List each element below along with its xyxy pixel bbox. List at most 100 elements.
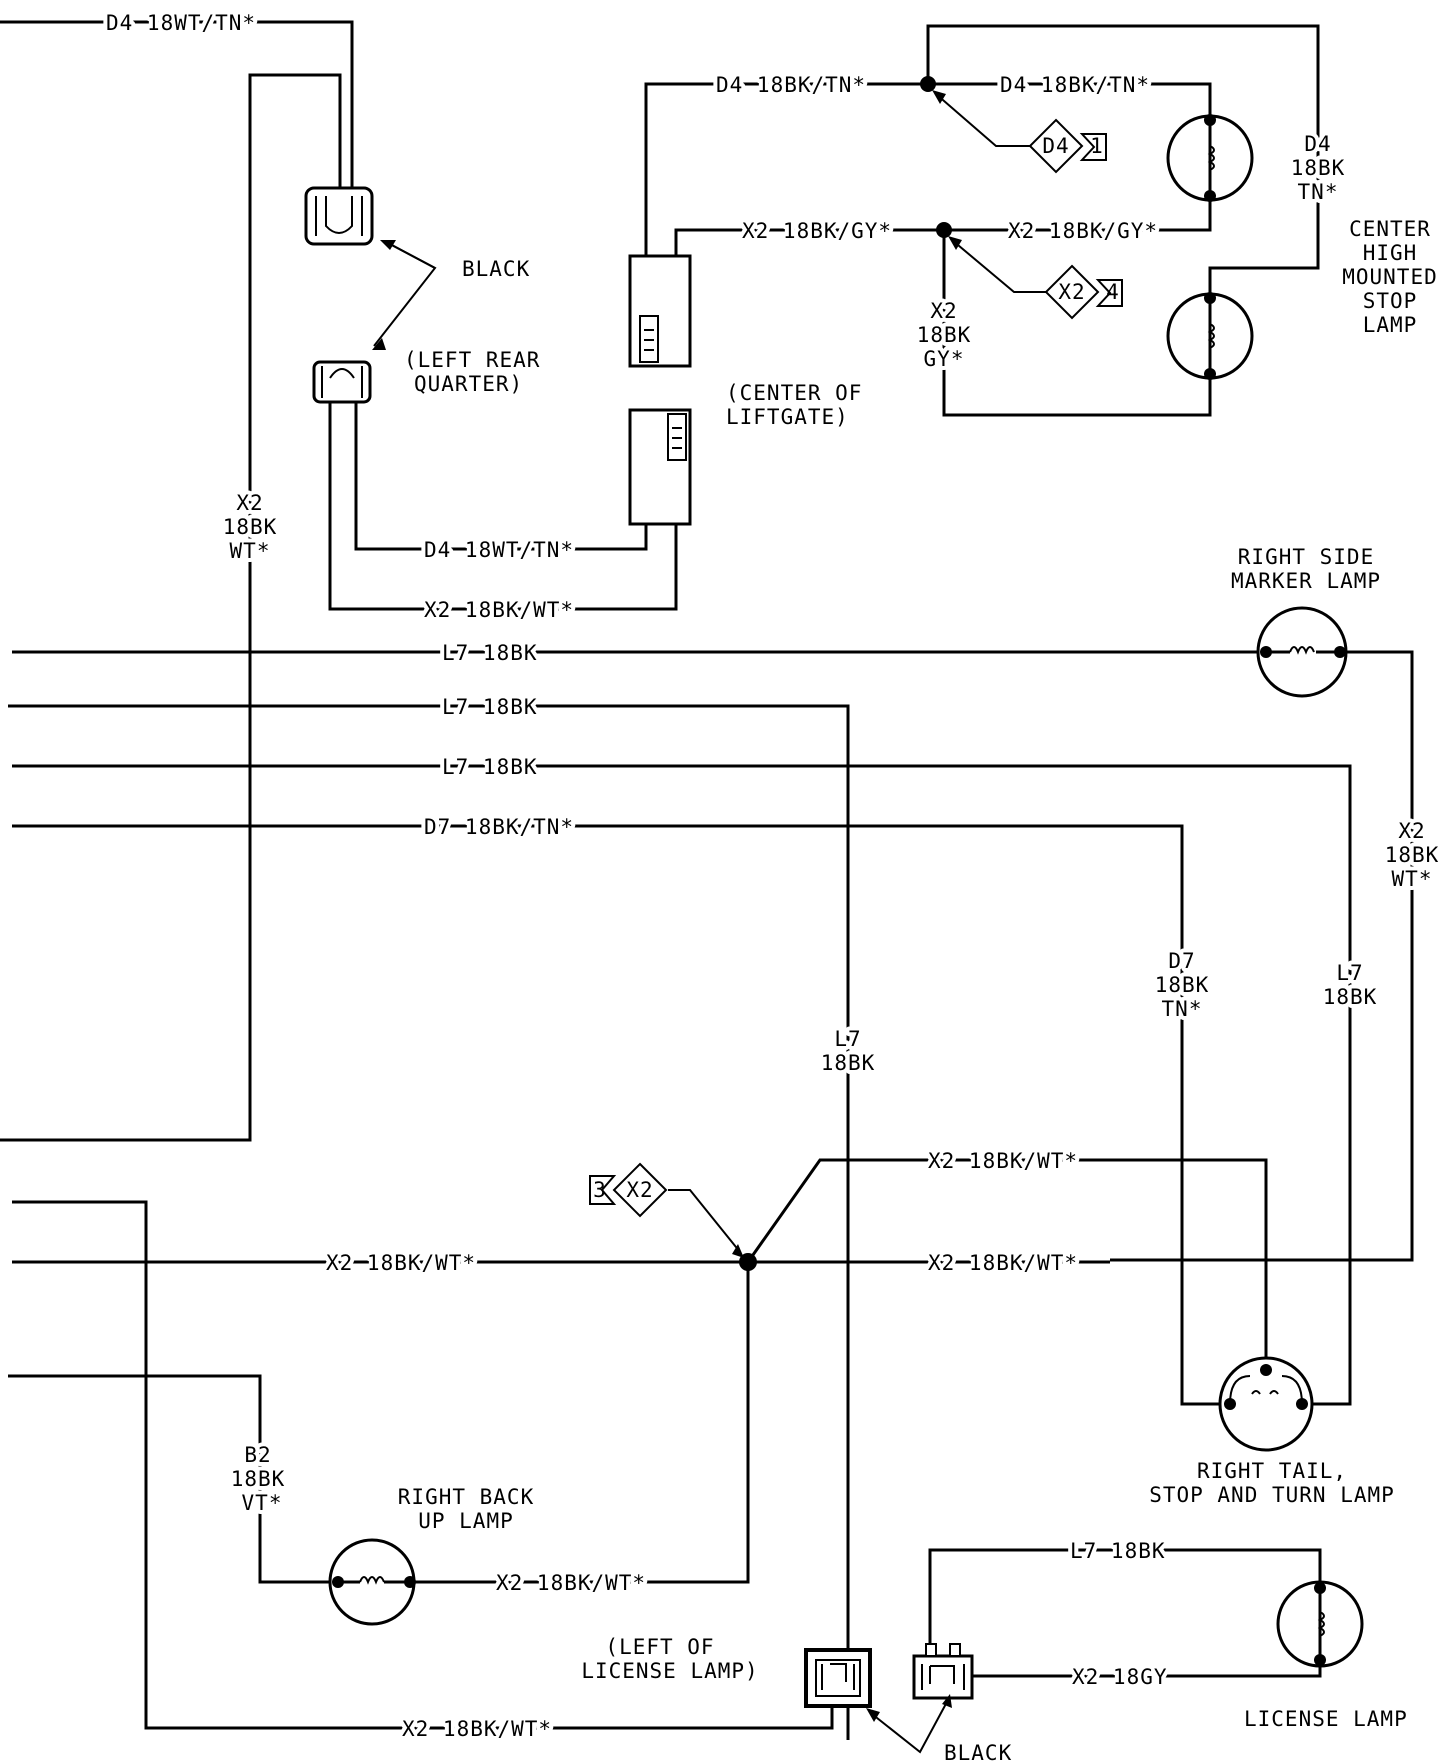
- splice-dot-x2-gy: [936, 222, 952, 238]
- wire-l7-b: [8, 704, 850, 1740]
- wire-label-x2-backup: X2 18BK/WT*: [496, 1571, 646, 1595]
- wire-x2-bk-gy-left: [674, 228, 944, 256]
- vertical-label-d7: D7 18BK TN*: [1151, 945, 1213, 1025]
- vertical-label-d4-right: D4 18BK TN*: [1287, 128, 1349, 208]
- right-side-marker-lamp: [1256, 606, 1348, 698]
- chmsl-label: CENTER HIGH MOUNTED STOP LAMP: [1342, 217, 1437, 337]
- svg-text:18BK: 18BK: [917, 323, 972, 347]
- svg-text:TN*: TN*: [1162, 997, 1203, 1021]
- wire-l7-license: [928, 1548, 1322, 1676]
- left-of-license-label: (LEFT OF LICENSE LAMP): [581, 1635, 758, 1683]
- svg-text:VT*: VT*: [242, 1491, 283, 1515]
- connector-left-rear-quarter-upper: [304, 186, 374, 246]
- svg-text:18BK: 18BK: [1291, 156, 1346, 180]
- svg-text:LAMP: LAMP: [1363, 313, 1418, 337]
- vertical-label-l7-right: L7 18BK: [1319, 957, 1381, 1013]
- wire-x2-gy-chmsl: [942, 196, 1212, 417]
- wire-x2-bk-wt-main: [12, 1158, 1268, 1584]
- svg-text:GY*: GY*: [924, 347, 965, 371]
- svg-text:18BK: 18BK: [1323, 985, 1378, 1009]
- svg-text:X2: X2: [236, 491, 263, 515]
- vertical-label-x2-gy: X2 18BK GY*: [913, 295, 975, 375]
- wire-d7: [12, 824, 1230, 1406]
- splice-dot-d4: [920, 76, 936, 92]
- wire-label-l7-c: L7 18BK: [442, 755, 538, 779]
- svg-text:RIGHT SIDE: RIGHT SIDE: [1238, 545, 1374, 569]
- connector-liftgate-lower: [628, 408, 692, 526]
- svg-text:4: 4: [1106, 280, 1120, 304]
- splice-marker-d4: D4 1: [932, 90, 1107, 174]
- right-side-marker-label: RIGHT SIDE MARKER LAMP: [1231, 545, 1381, 593]
- connector-left-rear-quarter-lower: [312, 360, 372, 404]
- wire-label-x2-gy-license: X2 18GY: [1072, 1665, 1168, 1689]
- svg-text:1: 1: [1090, 134, 1104, 158]
- wire-x2-bk-wt-bottom: [12, 1200, 834, 1730]
- wire-d4-chmsl-loop: [926, 24, 1320, 296]
- wire-label-d4-wt-tn-top: D4 18WT/TN*: [106, 11, 256, 35]
- wire-label-x2-bk-gy-right: X2 18BK/GY*: [1008, 219, 1158, 243]
- wire-label-x2-bottom: X2 18BK/WT*: [402, 1717, 552, 1741]
- svg-text:TN*: TN*: [1298, 180, 1339, 204]
- splice-marker-x2-gy: X2 4: [948, 236, 1123, 320]
- svg-text:X2: X2: [930, 299, 957, 323]
- connector-liftgate-upper: [628, 254, 692, 368]
- wire-d4-wt-tn-top: [0, 20, 354, 188]
- vertical-label-x2-left: X2 18BK WT*: [219, 487, 281, 567]
- wire-label-x2-right-main: X2 18BK/WT*: [928, 1251, 1078, 1275]
- svg-text:3: 3: [593, 1178, 607, 1202]
- svg-text:18BK: 18BK: [1155, 973, 1210, 997]
- svg-text:X2: X2: [626, 1178, 653, 1202]
- wire-label-x2-bk-gy-left: X2 18BK/GY*: [742, 219, 892, 243]
- right-tail-stop-turn-lamp: [1218, 1356, 1314, 1452]
- wire-l7-c: [12, 764, 1352, 1406]
- wire-label-x2-upper-right: X2 18BK/WT*: [928, 1149, 1078, 1173]
- svg-text:(CENTER OF: (CENTER OF: [726, 381, 862, 405]
- black-pointer-bottom: [866, 1694, 952, 1754]
- left-rear-quarter-label: (LEFT REAR QUARTER): [404, 348, 539, 396]
- svg-text:WT*: WT*: [230, 539, 271, 563]
- chmsl-bulb-upper: [1166, 114, 1254, 202]
- svg-text:LICENSE LAMP): LICENSE LAMP): [581, 1659, 758, 1683]
- black-pointer-top: [372, 240, 437, 350]
- svg-text:LIFTGATE): LIFTGATE): [726, 405, 849, 429]
- wire-label-l7-a: L7 18BK: [442, 641, 538, 665]
- svg-text:18BK: 18BK: [1385, 843, 1440, 867]
- black-label-top: BLACK: [462, 257, 530, 281]
- svg-text:D4: D4: [1304, 132, 1331, 156]
- svg-text:D7: D7: [1168, 949, 1195, 973]
- splice-marker-x2-main: 3 X2: [589, 1162, 744, 1258]
- wire-label-d4-wt-tn-lower: D4 18WT/TN*: [424, 538, 574, 562]
- wire-d4-bk-tn-left: [644, 82, 928, 256]
- svg-text:MARKER LAMP: MARKER LAMP: [1231, 569, 1381, 593]
- black-label-bottom: BLACK: [944, 1741, 1012, 1764]
- wire-b2: [8, 1374, 338, 1584]
- svg-text:L7: L7: [1336, 961, 1363, 985]
- svg-text:RIGHT BACK: RIGHT BACK: [398, 1485, 534, 1509]
- wire-label-d4-bk-tn-right: D4 18BK/TN*: [1000, 73, 1150, 97]
- wire-label-x2-left-main: X2 18BK/WT*: [326, 1251, 476, 1275]
- svg-text:HIGH: HIGH: [1363, 241, 1418, 265]
- wire-x2-bk-wt-left-vertical: [0, 73, 342, 1142]
- svg-text:X2: X2: [1058, 280, 1085, 304]
- license-connector: [912, 1643, 974, 1700]
- vertical-label-b2: B2 18BK VT*: [227, 1439, 289, 1519]
- svg-text:QUARTER): QUARTER): [414, 372, 523, 396]
- svg-text:RIGHT TAIL,: RIGHT TAIL,: [1197, 1459, 1347, 1483]
- license-lamp-label: LICENSE LAMP: [1244, 1707, 1408, 1731]
- wire-x2-bk-wt-lower: [328, 402, 678, 611]
- wire-label-l7-license: L7 18BK: [1070, 1539, 1166, 1563]
- svg-text:B2: B2: [244, 1443, 271, 1467]
- svg-text:18BK: 18BK: [223, 515, 278, 539]
- vertical-label-x2-right: X2 18BK WT*: [1381, 815, 1443, 895]
- wire-l7-a: [12, 650, 1414, 1262]
- wire-d4-wt-tn-lower: [354, 402, 648, 551]
- svg-text:L7: L7: [834, 1027, 861, 1051]
- svg-text:WT*: WT*: [1392, 867, 1433, 891]
- wire-label-d4-bk-tn-left: D4 18BK/TN*: [716, 73, 866, 97]
- chmsl-bulb-lower: [1166, 292, 1254, 380]
- svg-text:STOP: STOP: [1363, 289, 1418, 313]
- svg-text:STOP AND TURN LAMP: STOP AND TURN LAMP: [1149, 1483, 1395, 1507]
- right-tail-label: RIGHT TAIL, STOP AND TURN LAMP: [1149, 1459, 1395, 1507]
- svg-text:(LEFT OF: (LEFT OF: [605, 1635, 714, 1659]
- svg-text:D4: D4: [1042, 134, 1069, 158]
